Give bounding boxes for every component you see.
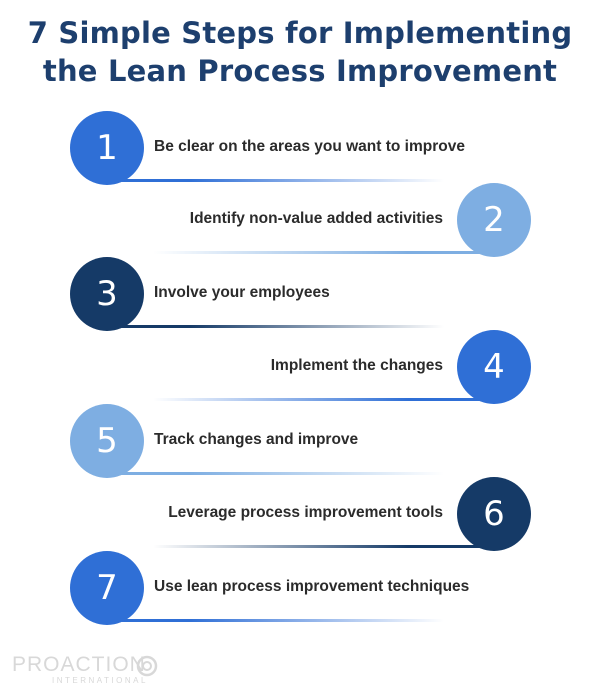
step-text: Implement the changes (270, 357, 443, 374)
step-underline (104, 325, 444, 328)
logo-swirl-icon (136, 655, 158, 677)
step-underline (104, 179, 444, 182)
step-text: Use lean process improvement techniques (154, 578, 470, 595)
step-number-circle: 3 (70, 257, 144, 331)
step-number-circle: 7 (70, 551, 144, 625)
step-text: Leverage process improvement tools (168, 504, 443, 521)
page-title-line-1: 7 Simple Steps for Implementing (27, 16, 573, 50)
step-2: 2 Identify non-value added activities (0, 183, 600, 257)
step-5: 5 Track changes and improve (0, 404, 600, 478)
step-underline (153, 251, 493, 254)
step-number-circle: 6 (457, 477, 531, 551)
step-6: 6 Leverage process improvement tools (0, 477, 600, 551)
step-number-circle: 4 (457, 330, 531, 404)
page-title-line-2: the Lean Process Improvement (42, 54, 558, 88)
proaction-logo: PROACTION INTERNATIONAL (12, 653, 158, 686)
step-number-circle: 1 (70, 111, 144, 185)
step-text: Be clear on the areas you want to improv… (154, 138, 465, 155)
step-underline (104, 619, 444, 622)
step-underline (153, 398, 493, 401)
step-text: Track changes and improve (154, 431, 359, 448)
step-7: 7 Use lean process improvement technique… (0, 551, 600, 625)
logo-subtitle: INTERNATIONAL (52, 676, 148, 685)
step-text: Identify non-value added activities (189, 210, 443, 227)
step-underline (104, 472, 444, 475)
logo-wordmark: PROACTION (12, 653, 146, 676)
step-underline (153, 545, 493, 548)
step-number-circle: 2 (457, 183, 531, 257)
step-number-circle: 5 (70, 404, 144, 478)
step-3: 3 Involve your employees (0, 257, 600, 331)
step-4: 4 Implement the changes (0, 330, 600, 404)
step-1: 1 Be clear on the areas you want to impr… (0, 111, 600, 185)
step-text: Involve your employees (154, 284, 330, 301)
